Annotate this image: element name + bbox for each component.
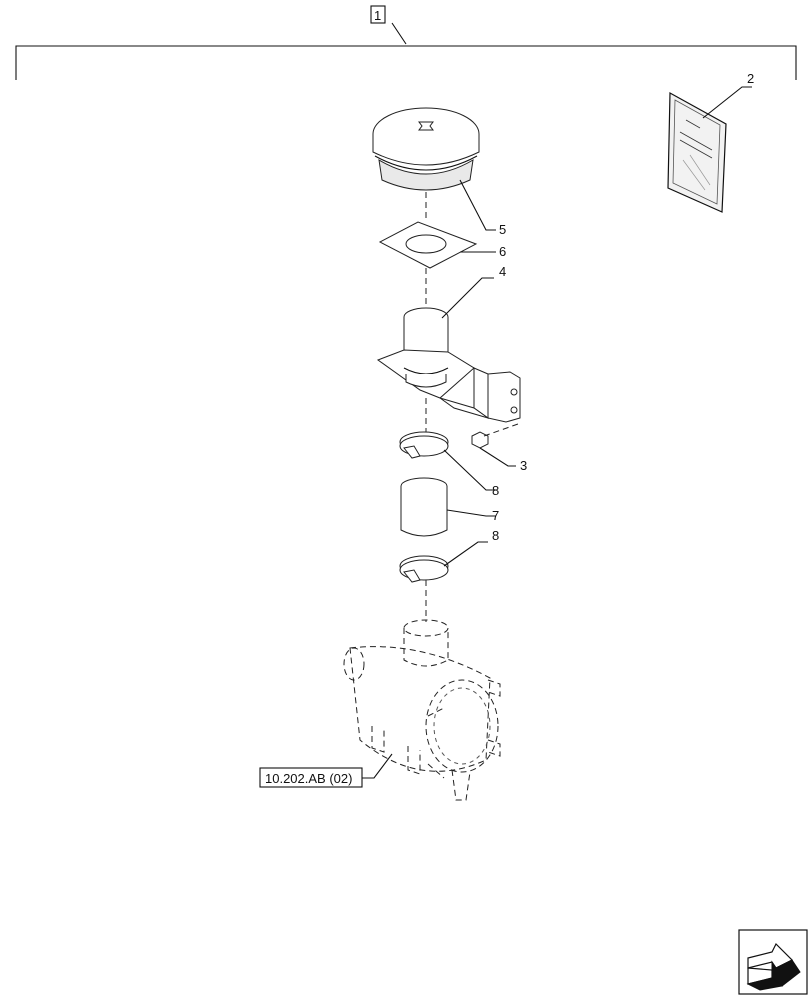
bolt: 3 (471, 423, 527, 473)
precleaner-cap: 5 (372, 107, 506, 237)
mounting-bracket: 4 (376, 264, 521, 423)
callout-5: 5 (499, 222, 506, 237)
callout-6: 6 (499, 244, 506, 259)
assembly-bracket: 1 (15, 5, 797, 80)
callout-8-upper: 8 (492, 483, 499, 498)
reference-callout: 10.202.AB (02) (259, 753, 393, 788)
assembly-label: 1 (374, 8, 381, 23)
callout-4: 4 (499, 264, 506, 279)
callout-7: 7 (492, 508, 499, 523)
hose-clamp-lower: 8 (399, 528, 499, 583)
callout-3: 3 (520, 458, 527, 473)
next-page-arrow-icon[interactable] (738, 929, 808, 995)
hose-clamp-upper: 8 (399, 431, 499, 498)
reference-label: 10.202.AB (02) (265, 771, 352, 786)
hose: 7 (400, 477, 499, 537)
air-filter-housing (343, 619, 501, 801)
callout-8-lower: 8 (492, 528, 499, 543)
gasket: 6 (378, 221, 506, 269)
manual-booklet: 2 (667, 71, 754, 213)
callout-2: 2 (747, 71, 754, 86)
